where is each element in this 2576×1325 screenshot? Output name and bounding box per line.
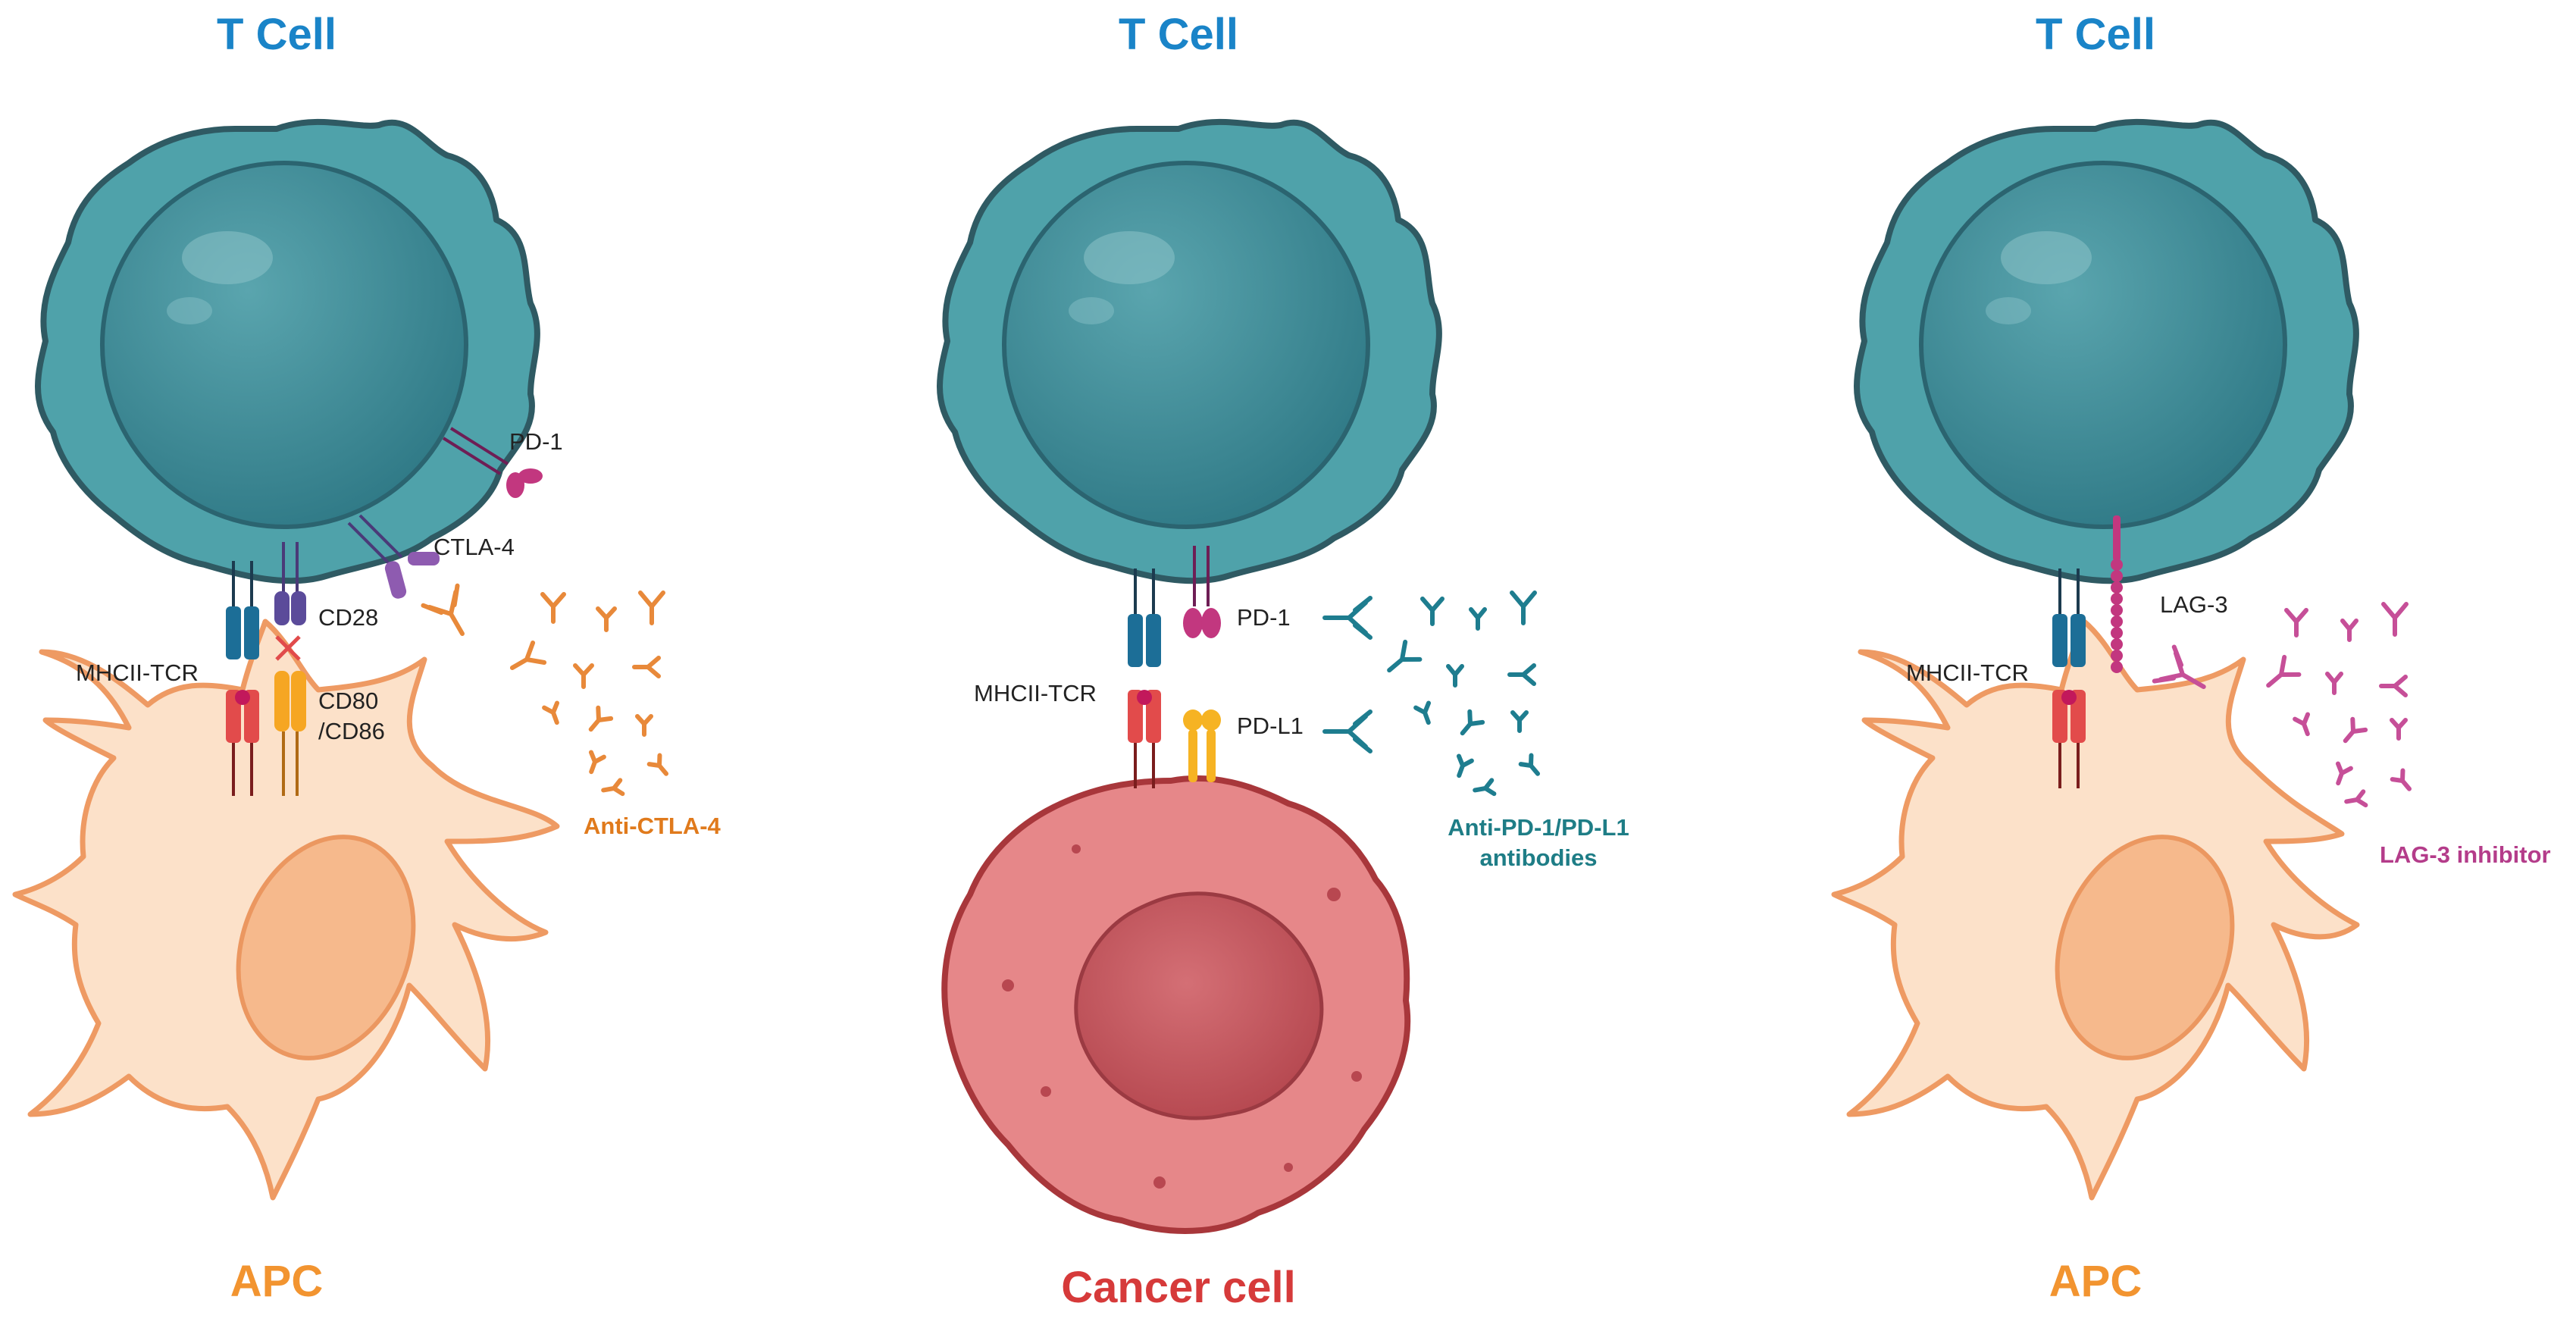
apc-cell-3 [1831,619,2360,1201]
label-anti-pd1-pdl1-line2: antibodies [1479,844,1597,871]
label-anti-ctla4: Anti-CTLA-4 [584,813,721,839]
cancer-cell [941,775,1411,1234]
label-anti-pd1-pdl1-line1: Anti-PD-1/PD-L1 [1448,814,1629,841]
label-lag3-inhibitor: LAG-3 inhibitor [2380,841,2551,868]
panel-pd1: T Cell [937,10,1629,1312]
panel1-apc-title: APC [230,1257,323,1306]
tcell-1 [35,118,540,584]
panel3-apc-title: APC [2049,1257,2142,1306]
label-cd28: CD28 [318,604,378,631]
label-mhc-tcr-1: MHCII-TCR [76,659,199,686]
ctla4-receptor [347,514,440,599]
panel2-tcell-title: T Cell [1119,10,1238,59]
mhc-tcr-complex-3 [2052,569,2086,788]
pd1-receptor-1 [442,427,543,498]
blocked-x-icon [275,635,301,661]
label-ctla4: CTLA-4 [434,534,515,560]
pd1-receptor-2 [1183,546,1221,638]
anti-pd1-pdl1-antibodies [1322,590,1540,797]
tcell-2 [937,118,1442,584]
label-pd1-2: PD-1 [1237,604,1291,631]
mhc-tcr-complex-1 [226,561,259,796]
panel3-tcell-title: T Cell [2036,10,2155,59]
label-lag3: LAG-3 [2160,591,2228,618]
label-mhc-tcr-3: MHCII-TCR [1906,659,2029,686]
label-pdl1: PD-L1 [1237,713,1304,739]
lag3-inhibitor-antibodies [2152,602,2412,808]
label-pd1-1: PD-1 [509,428,563,455]
cd80-cd86-ligand [274,671,306,796]
pdl1-ligand [1183,709,1221,782]
cd28-receptor [274,542,306,625]
label-mhc-tcr-2: MHCII-TCR [974,680,1097,706]
panel-ctla4: T Cell MHCII-TCR [12,10,721,1306]
lag3-receptor [2111,515,2123,673]
panel1-tcell-title: T Cell [217,10,336,59]
label-cd86: /CD86 [318,718,385,744]
mhc-tcr-complex-2 [1128,569,1161,788]
panel-lag3: T Cell MHCII-TCR [1831,10,2551,1306]
panel2-cancer-title: Cancer cell [1061,1263,1296,1312]
apc-cell-1 [12,619,560,1201]
tcell-3 [1854,118,2359,584]
label-cd80: CD80 [318,688,378,714]
anti-ctla4-antibodies [421,583,668,797]
